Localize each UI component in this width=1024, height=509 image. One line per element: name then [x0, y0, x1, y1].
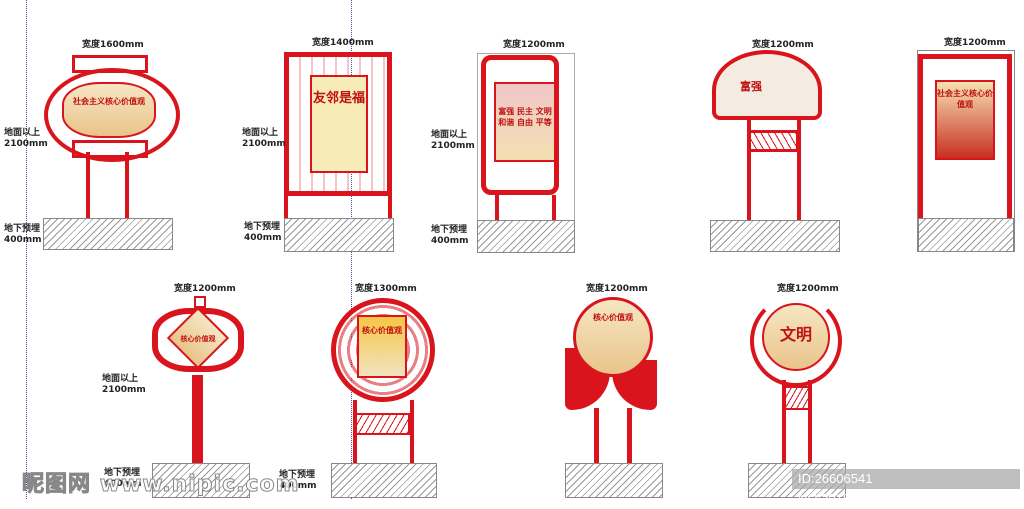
ground-block: [477, 220, 575, 253]
hand-poster: 核心价值观: [573, 297, 653, 377]
knot-poster-text: 核心价值观: [180, 335, 216, 343]
lantern-body: [44, 68, 180, 162]
fan-lattice: [747, 130, 799, 152]
lantern-bottom: [72, 140, 148, 158]
post-left: [747, 120, 751, 250]
lattice-poster: 友邻是福: [310, 75, 368, 173]
ground-block: [918, 218, 1014, 252]
site-watermark: 昵图网 www.nipic.com: [22, 472, 300, 498]
ground-block: [152, 463, 250, 498]
ring-outer: [750, 295, 842, 387]
width-label: 宽度1200mm: [586, 284, 648, 294]
post-right: [808, 380, 812, 497]
width-label: 宽度1600mm: [82, 40, 144, 50]
post-left: [86, 152, 90, 248]
width-label: 宽度1200mm: [503, 40, 565, 50]
lantern-poster: 社会主义核心价值观: [62, 82, 156, 138]
post-left: [782, 380, 786, 497]
post-right: [797, 120, 801, 250]
guide-line-left: [26, 0, 27, 499]
id-watermark: ID:26606541 NO:20180121152158469000: [792, 469, 1020, 506]
width-label: 宽度1400mm: [312, 38, 374, 48]
ground-block: [710, 220, 840, 252]
post-left: [594, 408, 599, 497]
knot-pole: [192, 375, 203, 497]
post-right: [125, 152, 129, 248]
fan-text: 富强: [740, 80, 762, 93]
ring-poster: 文明: [762, 303, 830, 371]
round-lattice-panel: [354, 413, 410, 435]
ground-block: [284, 218, 394, 252]
width-label: 宽度1200mm: [777, 284, 839, 294]
fan-shape: [712, 50, 822, 120]
post-right: [627, 408, 632, 497]
width-label: 宽度1200mm: [752, 40, 814, 50]
width-label: 宽度1200mm: [174, 284, 236, 294]
ground-block: [565, 463, 663, 498]
bracket-poster: 富强 民主 文明 和谐 自由 平等: [494, 82, 556, 162]
ground-block: [43, 218, 173, 250]
window-poster: 社会主义核心价值观: [935, 80, 995, 160]
window-frame: [918, 54, 1012, 250]
ground-block: [331, 463, 437, 498]
bracket-frame: [481, 55, 559, 195]
round-poster: 核心价值观: [357, 315, 407, 378]
ring-lattice-panel: [784, 386, 810, 410]
width-label: 宽度1300mm: [355, 284, 417, 294]
post-right: [410, 400, 414, 497]
width-label: 宽度1200mm: [944, 38, 1006, 48]
knot-hanger: [194, 296, 206, 308]
post-left: [353, 400, 357, 497]
